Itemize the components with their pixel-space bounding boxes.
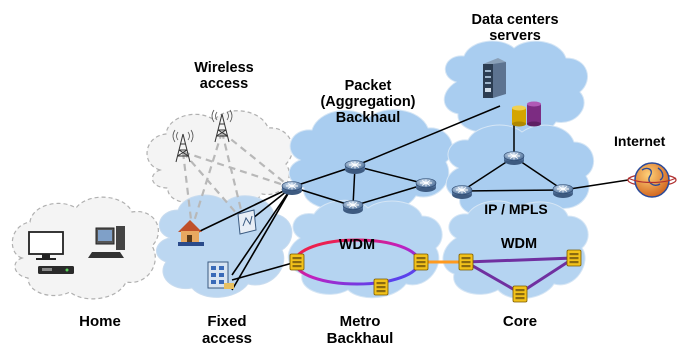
- optical-amplifier-icon: [458, 253, 474, 271]
- house-icon: [178, 220, 204, 246]
- optical-amplifier-icon: [566, 249, 582, 267]
- router-icon: [552, 184, 574, 199]
- database-icon: [512, 101, 541, 127]
- optical-amplifier-icon: [512, 285, 528, 303]
- metro-wdm-label: WDM: [338, 237, 376, 253]
- home-label: Home: [79, 313, 121, 330]
- fixed-access-label: Fixed access: [201, 313, 253, 347]
- router-icon: [342, 200, 364, 215]
- wireless-access-label: Wireless access: [194, 60, 254, 93]
- tv-icon: [28, 231, 64, 260]
- optical-amplifier-icon: [413, 253, 429, 271]
- router-icon: [344, 160, 366, 175]
- server-icon: [483, 58, 506, 98]
- desktop-pc-icon: [88, 226, 125, 258]
- packet-backhaul-cloud: [288, 109, 453, 213]
- core-label: Core: [502, 313, 538, 330]
- data-center-cloud: [443, 40, 589, 137]
- core-wdm-triangle: [460, 256, 580, 295]
- wireless-links: [181, 131, 291, 229]
- core-wdm-label: WDM: [500, 236, 538, 252]
- router-icon: [281, 181, 303, 196]
- globe-icon: [627, 162, 677, 198]
- set-top-box-icon: [38, 266, 74, 274]
- metro-backhaul-label: Metro Backhaul: [326, 313, 394, 347]
- optical-amplifier-icon: [373, 278, 389, 296]
- internet-label: Internet: [614, 133, 666, 149]
- router-icon: [503, 151, 525, 166]
- router-icon: [415, 178, 437, 193]
- metro-wdm-cloud: [287, 199, 443, 299]
- router-icon: [451, 185, 473, 200]
- data-centers-label: Data centers servers: [471, 12, 559, 45]
- optical-amplifier-icon: [289, 253, 305, 271]
- packet-backhaul-label: Packet (Aggregation) Backhaul: [320, 78, 416, 127]
- wifi-access-point-icon: [237, 209, 257, 235]
- ip-mpls-label: IP / MPLS: [484, 201, 548, 217]
- office-building-icon: [207, 261, 234, 289]
